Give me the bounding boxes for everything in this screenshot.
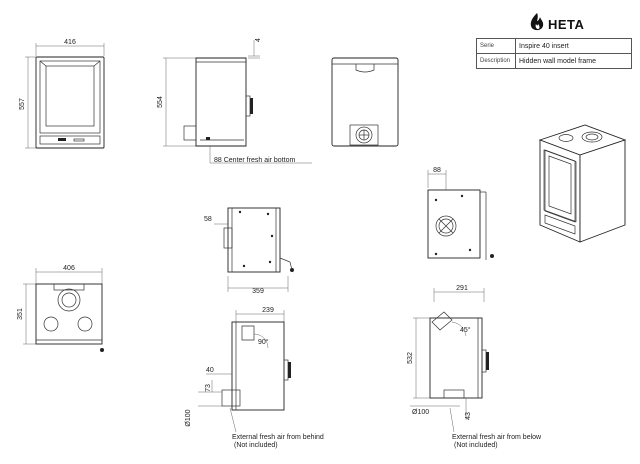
title-row-description: Description Hidden wall model frame (476, 53, 632, 69)
side-view-depth-label: 359 (252, 288, 264, 295)
title-block: Serie Inspire 40 insert Description Hidd… (476, 38, 632, 69)
behind-diameter-label: Ø100 (185, 409, 192, 426)
front-view: 416 557 (19, 39, 105, 149)
side-height-label: 554 (157, 96, 164, 108)
behind-note-line2: (Not included) (234, 442, 278, 449)
brand-name: HETA (548, 17, 585, 32)
below-note-line1: External fresh air from below (452, 434, 542, 441)
isometric-view (538, 124, 627, 243)
side-top-gap-label: 4 (255, 38, 262, 42)
air-from-behind-view: 239 90° 40 73 Ø100 External fresh air fr… (185, 307, 324, 449)
heta-logo: HETA (528, 12, 618, 36)
below-diameter-label: Ø100 (412, 409, 429, 416)
description-value: Hidden wall model frame (515, 53, 632, 69)
behind-angle-label: 90° (258, 338, 269, 346)
top-depth-label: 351 (17, 308, 24, 320)
top-width-label: 406 (63, 265, 75, 272)
behind-height-73-label: 73 (205, 384, 212, 392)
back-view (331, 57, 399, 147)
side-note-label: 88 Center fresh air bottom (214, 157, 295, 164)
below-depth-label: 291 (456, 285, 468, 292)
title-row-serie: Serie Inspire 40 insert (476, 38, 632, 54)
rear-section-view: 88 (427, 167, 494, 260)
back-offset-label: 88 (433, 167, 441, 174)
behind-height-40-label: 40 (206, 367, 214, 374)
side-view-offset-label: 58 (204, 216, 212, 223)
front-height-label: 557 (19, 98, 26, 110)
below-note-line2: (Not included) (454, 442, 498, 449)
below-angle-label: 45° (460, 326, 471, 334)
behind-note-line1: External fresh air from behind (232, 434, 324, 441)
below-offset-label: 43 (465, 412, 472, 420)
side-view: 4 554 88 Center fresh air bottom (157, 38, 312, 164)
behind-depth-label: 239 (262, 307, 274, 314)
flame-icon (530, 13, 544, 31)
top-view: 406 351 (17, 265, 104, 352)
front-width-label: 416 (64, 39, 76, 46)
air-from-below-view: 291 532 45° Ø100 43 External fresh air f… (407, 285, 542, 449)
below-height-label: 532 (407, 352, 414, 364)
description-label: Description (476, 53, 516, 69)
side-section-view: 58 359 (204, 207, 294, 295)
